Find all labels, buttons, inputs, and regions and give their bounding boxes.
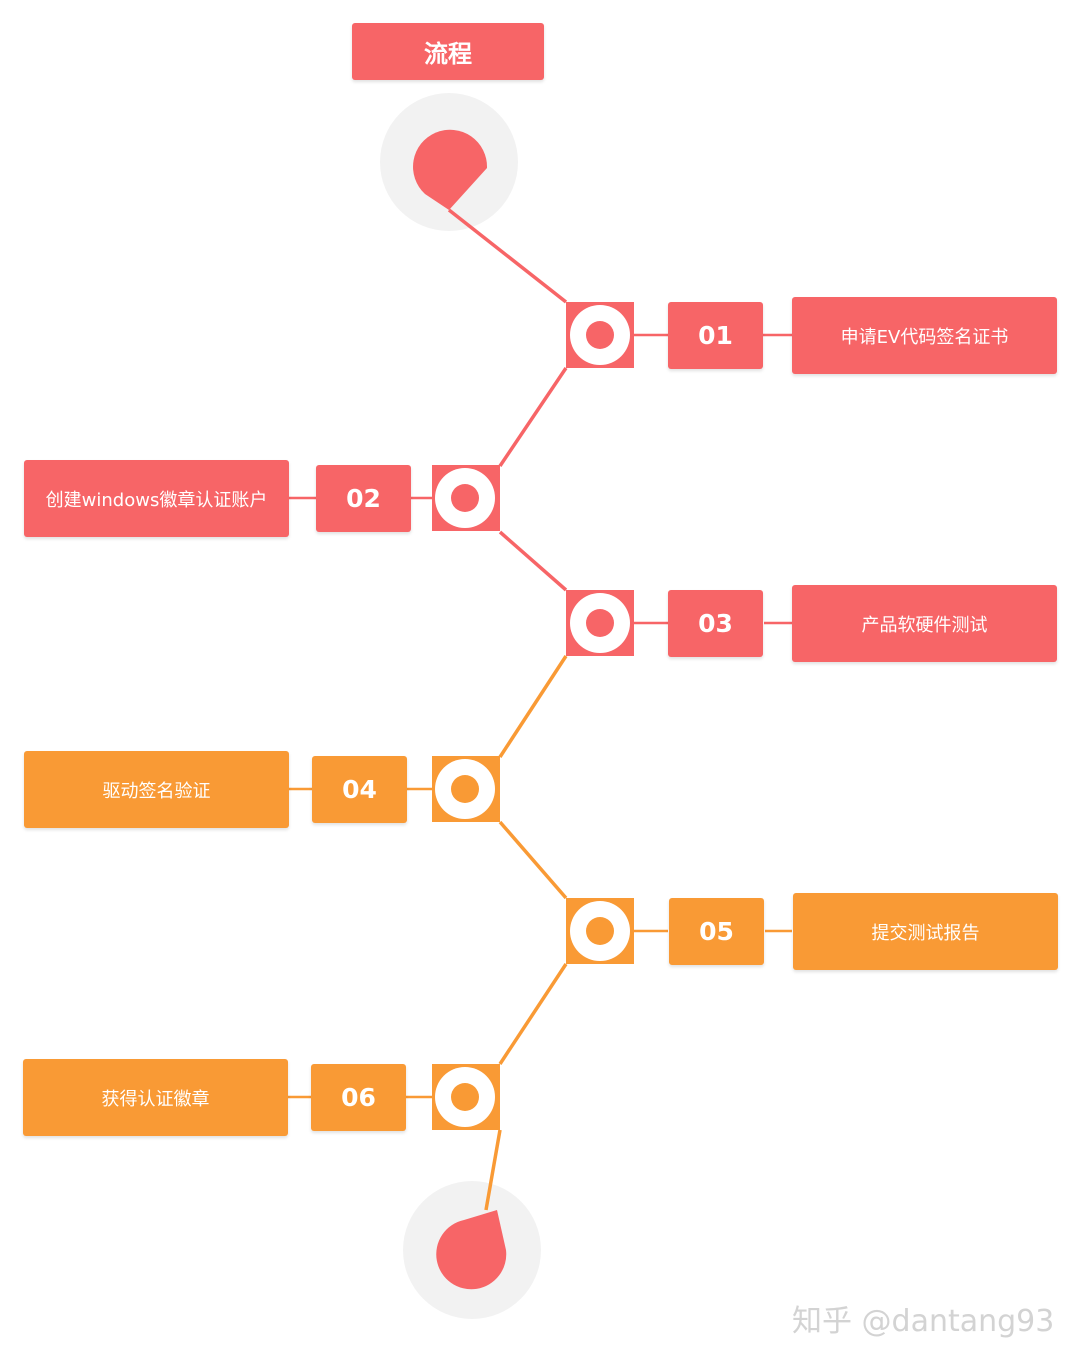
watermark-text: 知乎 @dantang93 [792, 1304, 1055, 1339]
step-node-02 [432, 465, 500, 531]
connectors [287, 333, 792, 1099]
step-number-03: 03 [668, 590, 763, 657]
step-label-06: 获得认证徽章 [23, 1059, 288, 1136]
step-label-02: 创建windows徽章认证账户 [24, 460, 289, 537]
step-number-04: 04 [312, 756, 407, 823]
step-number-01: 01 [668, 302, 763, 369]
step-node-01 [566, 302, 634, 368]
step-label-03: 产品软硬件测试 [792, 585, 1057, 662]
flow-title: 流程 [352, 23, 544, 80]
step-label-01: 申请EV代码签名证书 [792, 297, 1057, 374]
step-node-06 [432, 1064, 500, 1130]
step-number-06: 06 [311, 1064, 406, 1131]
step-node-05 [566, 898, 634, 964]
start-pin-icon [413, 129, 488, 210]
path-orange [484, 655, 568, 1211]
path-red [447, 208, 568, 592]
step-node-03 [566, 590, 634, 656]
step-node-04 [432, 756, 500, 822]
step-label-04: 驱动签名验证 [24, 751, 289, 828]
step-label-05: 提交测试报告 [793, 893, 1058, 970]
step-number-02: 02 [316, 465, 411, 532]
end-pin-icon [436, 1210, 507, 1290]
step-number-05: 05 [669, 898, 764, 965]
